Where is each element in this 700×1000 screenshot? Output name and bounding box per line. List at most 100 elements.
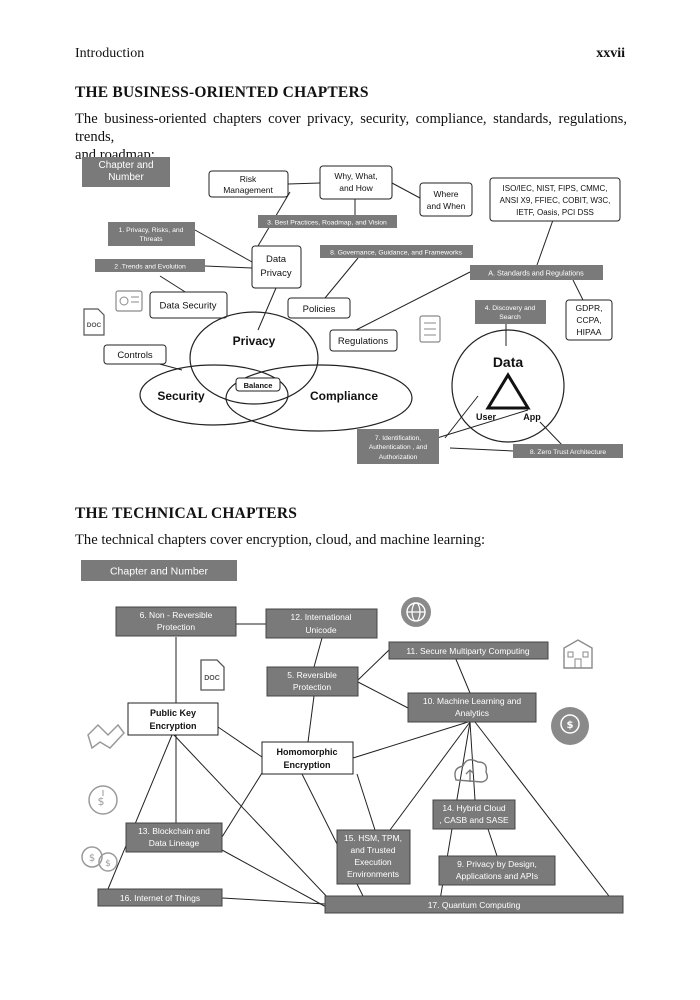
chapter-4-line2: Search — [499, 314, 521, 321]
balance-label: Balance — [244, 381, 273, 390]
why-what-how-box — [319, 165, 393, 200]
technical-intro: The technical chapters cover encryption,… — [75, 532, 486, 548]
standards-list-box — [489, 177, 621, 222]
chapter-14-box — [432, 799, 516, 830]
why-line1: Why, What, — [334, 171, 377, 181]
risk-line1: Risk — [240, 174, 257, 184]
chapter-8-zero-trust-label: 8. Zero Trust Architecture — [530, 449, 607, 456]
chapter-13-line2: Data Lineage — [149, 838, 200, 848]
chapter-2-box — [95, 259, 205, 272]
risk-line2: Management — [223, 185, 273, 195]
chapter-5-line1: 5. Reversible — [287, 670, 337, 680]
cloud-upload-icon — [454, 759, 489, 783]
chapter-1-line1: 1. Privacy, Risks, and — [119, 227, 184, 234]
chapter-8-label: 8. Governance, Guidance, and Frameworks — [330, 250, 462, 257]
legend-line1: Chapter and — [98, 160, 153, 171]
where-line1: Where — [433, 189, 458, 199]
chapter-15-line2: and Trusted — [351, 845, 396, 855]
chapter-10-line1: 10. Machine Learning and — [423, 696, 522, 706]
controls-label: Controls — [117, 350, 153, 361]
regulations-box — [329, 329, 398, 352]
chapter-6-box — [115, 606, 237, 637]
running-header: Introduction — [75, 46, 145, 61]
gdpr-line2: CCPA, — [576, 315, 601, 325]
chapter-15-line3: Execution — [354, 857, 392, 867]
standards-line1: ISO/IEC, NIST, FIPS, CMMC, — [503, 184, 608, 193]
business-intro-line1: The business-oriented chapters cover pri… — [75, 111, 627, 145]
security-ellipse — [139, 364, 289, 426]
certificate-icon — [115, 290, 143, 312]
standards-line2: ANSI X9, FFIEC, COBIT, W3C, — [500, 196, 611, 205]
chapter-6-line2: Protection — [157, 622, 196, 632]
business-diagram: Chapter and Number Risk Management Why, … — [82, 157, 623, 464]
chapter-13-line1: 13. Blockchain and — [138, 826, 210, 836]
chapter-9-box — [438, 855, 556, 886]
he-line2: Encryption — [283, 760, 330, 770]
data-label: Data — [493, 354, 524, 370]
chapter-8-zero-trust-box — [513, 444, 623, 458]
chapter-3-label: 3. Best Practices, Roadmap, and Vision — [267, 220, 387, 227]
svg-text:$: $ — [567, 720, 574, 731]
chapter-17-box — [324, 895, 624, 914]
building-icon — [563, 639, 593, 669]
where-when-box — [419, 182, 473, 217]
gdpr-box — [565, 299, 613, 341]
globe-icon — [401, 597, 431, 627]
business-section-title: THE BUSINESS-ORIENTED CHAPTERS — [75, 84, 369, 101]
data-privacy-line2: Privacy — [260, 268, 291, 279]
chapter-15-box — [336, 829, 411, 885]
chapter-7-line2: Authentication , and — [369, 444, 428, 451]
why-line2: and How — [339, 183, 373, 193]
chapter-8-box — [320, 245, 473, 258]
data-security-label: Data Security — [159, 301, 216, 312]
technical-diagram: Chapter and Number 6. Non - Reversible P… — [81, 560, 624, 914]
tech-legend-label: Chapter and Number — [110, 566, 209, 578]
pke-line2: Encryption — [149, 721, 196, 731]
security-label: Security — [157, 389, 205, 403]
chapter-16-box — [97, 888, 223, 907]
svg-text:$: $ — [105, 859, 111, 869]
doc-file-icon: DOC — [83, 308, 105, 336]
chapter-16-label: 16. Internet of Things — [120, 893, 200, 903]
regulations-label: Regulations — [338, 336, 388, 347]
chapter-10-box — [407, 692, 537, 723]
chapter-14-line1: 14. Hybrid Cloud — [442, 803, 506, 813]
legend-line2: Number — [108, 172, 144, 183]
chapter-3-box — [258, 215, 397, 228]
ai-head-icon: $ — [551, 707, 589, 745]
data-circle — [451, 329, 565, 443]
chapter-17-label: 17. Quantum Computing — [428, 900, 521, 910]
chapter-2-label: 2 .Trends and Evolution — [114, 264, 186, 271]
chapter-10-line2: Analytics — [455, 708, 489, 718]
chapter-5-box — [266, 666, 359, 697]
chapter-7-line3: Authorization — [379, 454, 418, 461]
chapter-14-line2: , CASB and SASE — [439, 815, 509, 825]
business-connectors — [151, 182, 584, 452]
clock-dollar-icon: $ — [88, 785, 118, 815]
controls-box — [103, 344, 167, 365]
chapter-6-line1: 6. Non - Reversible — [140, 610, 213, 620]
chapter-7-box — [357, 429, 439, 464]
tech-legend-box — [81, 560, 237, 581]
coins-dollar-icon: $ $ — [81, 846, 118, 872]
pke-line1: Public Key — [150, 708, 196, 718]
chapter-15-line4: Environments — [347, 869, 399, 879]
appendix-a-box — [470, 265, 603, 280]
user-label: User — [476, 412, 497, 422]
appendix-a-label: A. Standards and Regulations — [488, 269, 584, 278]
chapter-1-line2: Threats — [139, 236, 163, 243]
chapter-15-line1: 15. HSM, TPM, — [344, 833, 402, 843]
app-label: App — [523, 412, 541, 422]
handshake-icon — [87, 723, 125, 750]
chapter-11-box — [388, 641, 549, 660]
checklist-icon — [419, 315, 441, 343]
chapter-9-line2: Applications and APIs — [456, 871, 538, 881]
chapter-12-line2: Unicode — [305, 625, 336, 635]
svg-text:$: $ — [98, 795, 105, 808]
chapter-4-line1: 4. Discovery and — [485, 305, 536, 312]
public-key-encryption-box — [127, 702, 219, 736]
data-security-box — [149, 291, 228, 319]
privacy-label: Privacy — [233, 334, 276, 348]
chapter-11-label: 11. Secure Multiparty Computing — [406, 646, 529, 656]
gdpr-line1: GDPR, — [576, 303, 603, 313]
